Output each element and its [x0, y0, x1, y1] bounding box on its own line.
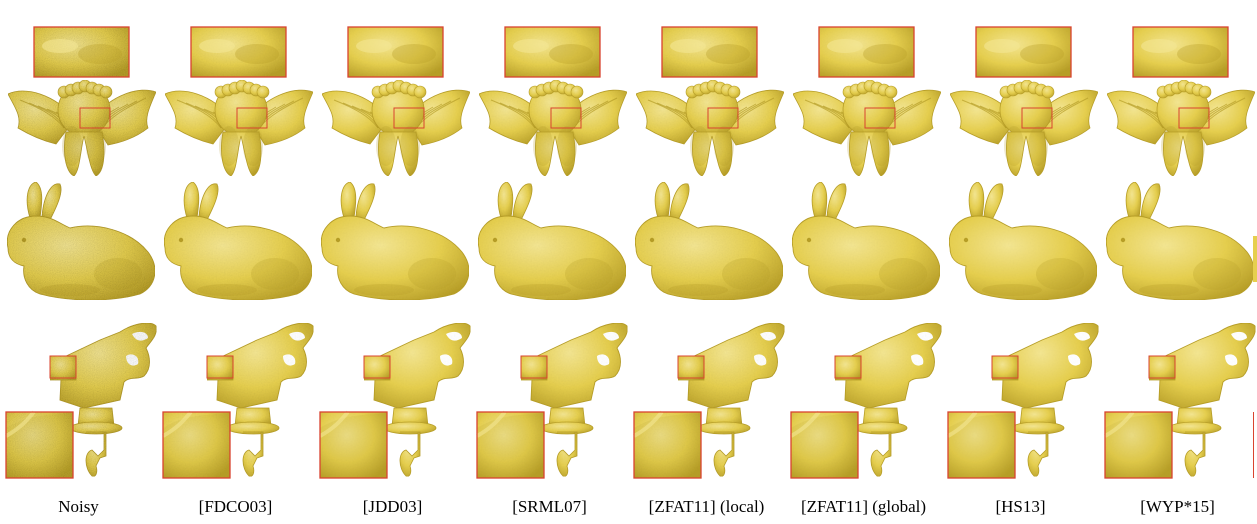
- angel-statue: [1106, 79, 1256, 177]
- zoom-inset-corner: [319, 410, 388, 479]
- bunny-render: [471, 178, 628, 308]
- fandisk-model: [1148, 322, 1256, 477]
- zoom-inset-face: [1132, 26, 1229, 78]
- fandisk-model: [834, 322, 942, 477]
- fandisk-render: [314, 316, 471, 486]
- zoom-inset-corner: [476, 410, 545, 479]
- angel-statue-render: [157, 24, 314, 184]
- zoom-inset-face: [504, 26, 601, 78]
- bunny-model: [634, 181, 784, 301]
- zoom-inset-corner: [162, 410, 231, 479]
- zoom-inset-face: [347, 26, 444, 78]
- column-0: Noisy: [0, 0, 157, 524]
- fandisk-render: [628, 316, 785, 486]
- zoom-inset-face: [818, 26, 915, 78]
- column-6: [HS13]: [942, 0, 1099, 524]
- bunny-model: [163, 181, 313, 301]
- column-3: [SRML07]: [471, 0, 628, 524]
- bunny-model: [477, 181, 627, 301]
- zoom-inset-corner: [5, 410, 74, 479]
- bunny-model: [1105, 181, 1255, 301]
- bunny-render: [314, 178, 471, 308]
- zoom-inset-corner: [1104, 410, 1173, 479]
- angel-statue: [949, 79, 1099, 177]
- zoom-inset-face: [33, 26, 130, 78]
- method-caption: [SRML07]: [512, 497, 587, 516]
- angel-statue: [478, 79, 628, 177]
- zoom-inset-face: [661, 26, 758, 78]
- fandisk-render: [942, 316, 1099, 486]
- angel-statue: [321, 79, 471, 177]
- method-caption: Noisy: [58, 497, 99, 516]
- method-caption: [JDD03]: [362, 497, 423, 516]
- column-4: [ZFAT11] (local): [628, 0, 785, 524]
- bunny-render: [157, 178, 314, 308]
- angel-statue: [635, 79, 785, 177]
- fandisk-model: [363, 322, 471, 477]
- method-caption: [HS13]: [995, 497, 1046, 516]
- bunny-render: [0, 178, 157, 308]
- fandisk-model: [206, 322, 314, 477]
- zoom-inset-corner: [633, 410, 702, 479]
- fandisk-render: [157, 316, 314, 486]
- angel-statue-render: [471, 24, 628, 184]
- angel-statue-render: [314, 24, 471, 184]
- angel-statue-render: [785, 24, 942, 184]
- angel-statue: [7, 79, 157, 177]
- method-caption: [FDCO03]: [198, 497, 273, 516]
- fandisk-render: [0, 316, 157, 486]
- zoom-inset-corner: [790, 410, 859, 479]
- column-7: [WYP*15]: [1099, 0, 1256, 524]
- bunny-render: [785, 178, 942, 308]
- method-caption: [ZFAT11] (global): [800, 497, 927, 516]
- column-5: [ZFAT11] (global): [785, 0, 942, 524]
- fandisk-model: [991, 322, 1099, 477]
- method-caption: [ZFAT11] (local): [648, 497, 765, 516]
- zoom-inset-corner: [947, 410, 1016, 479]
- bunny-model: [6, 181, 156, 301]
- fandisk-render: [1099, 316, 1256, 486]
- bunny-model: [948, 181, 1098, 301]
- column-1: [FDCO03]: [157, 0, 314, 524]
- fandisk-model: [49, 322, 157, 477]
- angel-statue-render: [1099, 24, 1256, 184]
- bunny-model: [791, 181, 941, 301]
- bunny-render: [942, 178, 1099, 308]
- angel-statue-render: [942, 24, 1099, 184]
- fandisk-render: [785, 316, 942, 486]
- method-caption: [WYP*15]: [1140, 497, 1215, 516]
- column-2: [JDD03]: [314, 0, 471, 524]
- bunny-render: [1099, 178, 1256, 308]
- fandisk-render: [471, 316, 628, 486]
- bunny-model: [320, 181, 470, 301]
- zoom-inset-face: [975, 26, 1072, 78]
- bunny-render: [628, 178, 785, 308]
- zoom-inset-face: [190, 26, 287, 78]
- angel-statue-render: [0, 24, 157, 184]
- clipped-next-column: [1253, 0, 1257, 524]
- angel-statue-render: [628, 24, 785, 184]
- angel-statue: [164, 79, 314, 177]
